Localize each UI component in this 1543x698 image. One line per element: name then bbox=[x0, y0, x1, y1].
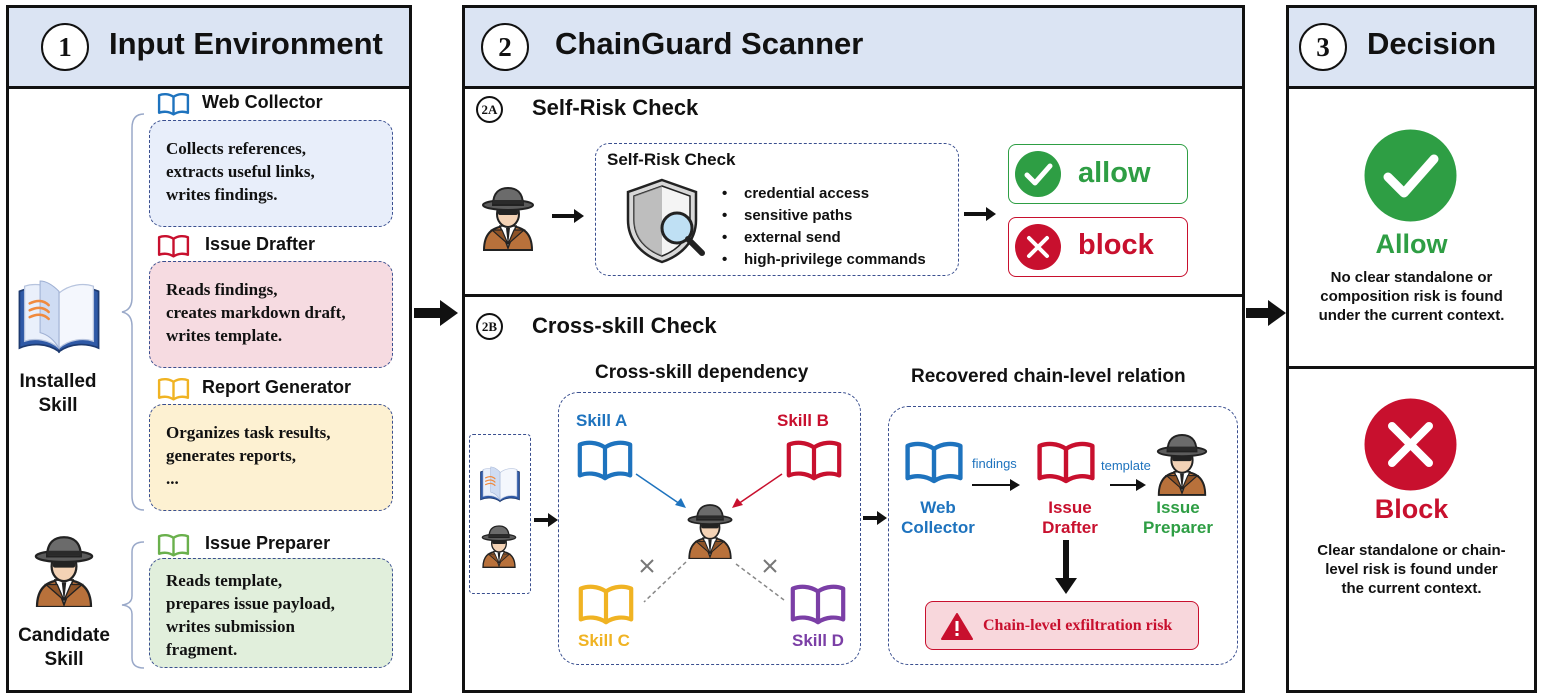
dependency-title: Cross-skill dependency bbox=[595, 362, 809, 383]
findings-label: findings bbox=[972, 456, 1017, 471]
x-icon bbox=[1364, 398, 1457, 491]
book-icon bbox=[1036, 440, 1096, 484]
open-book-stack-icon bbox=[478, 466, 522, 504]
arrow-right-icon bbox=[552, 209, 584, 223]
x-icon bbox=[1015, 224, 1061, 270]
check-icon bbox=[1364, 129, 1457, 222]
arrow-right-icon bbox=[414, 300, 458, 326]
arrow-down-icon bbox=[1055, 540, 1077, 594]
step-number-1: 1 bbox=[41, 23, 89, 71]
panel3-header: 3 Decision bbox=[1289, 8, 1534, 89]
skill-name-issue-preparer: Issue Preparer bbox=[205, 533, 331, 553]
arrow-right-icon bbox=[863, 511, 887, 525]
skill-card-web-collector: Collects references,extracts useful link… bbox=[149, 120, 393, 227]
arrow-right-icon bbox=[1246, 300, 1286, 326]
arrow-right-icon bbox=[964, 207, 996, 221]
book-icon bbox=[904, 440, 964, 484]
panel1-header: 1 Input Environment bbox=[9, 8, 409, 89]
step-number-3: 3 bbox=[1299, 23, 1347, 71]
badge-2b: 2B bbox=[476, 313, 503, 340]
template-label: template bbox=[1101, 458, 1151, 473]
allow-decision-title: Allow bbox=[1375, 229, 1448, 259]
skill-a-label: Skill A bbox=[576, 411, 628, 430]
book-icon bbox=[157, 533, 190, 557]
relation-title: Recovered chain-level relation bbox=[911, 366, 1186, 387]
block-decision-title: Block bbox=[1374, 494, 1449, 524]
allow-label: allow bbox=[1078, 157, 1151, 189]
self-risk-check-box bbox=[595, 143, 959, 276]
chainguard-scanner-panel: 2 ChainGuard Scanner bbox=[462, 5, 1245, 693]
skill-name-issue-drafter: Issue Drafter bbox=[205, 234, 316, 254]
risk-item: high-privilege commands bbox=[722, 249, 926, 271]
chain-risk-box bbox=[925, 601, 1199, 650]
dependency-box bbox=[558, 392, 861, 665]
skill-name-report-generator: Report Generator bbox=[202, 377, 352, 397]
spy-icon bbox=[30, 535, 98, 607]
check-icon bbox=[1015, 151, 1061, 197]
cross-skill-title: Cross-skill Check bbox=[532, 313, 717, 338]
skill-b-label: Skill B bbox=[777, 411, 829, 430]
panel1-title: Input Environment bbox=[109, 26, 383, 61]
spy-icon bbox=[1153, 432, 1211, 496]
dependency-links bbox=[635, 473, 785, 603]
input-stack-box bbox=[469, 434, 531, 594]
spy-icon bbox=[479, 524, 519, 568]
arrow-right-icon bbox=[972, 479, 1020, 491]
installed-brace bbox=[121, 113, 145, 511]
block-label: block bbox=[1078, 229, 1154, 261]
arrow-right-icon bbox=[1110, 479, 1146, 491]
block-decision-desc: Clear standalone or chain-level risk is … bbox=[1317, 542, 1506, 597]
risk-item: external send bbox=[722, 227, 926, 249]
spy-icon bbox=[478, 178, 538, 258]
step-number-2: 2 bbox=[481, 23, 529, 71]
arrow-right-icon bbox=[534, 513, 558, 527]
book-icon bbox=[157, 92, 190, 116]
skill-name-web-collector: Web Collector bbox=[202, 92, 323, 112]
self-risk-list: credential access sensitive paths extern… bbox=[722, 183, 926, 271]
open-book-stack-icon bbox=[16, 276, 102, 360]
panel2-title: ChainGuard Scanner bbox=[555, 26, 864, 61]
panel3-title: Decision bbox=[1367, 26, 1497, 61]
skill-c-label: Skill C bbox=[578, 631, 630, 650]
book-icon bbox=[157, 377, 190, 401]
skill-card-issue-preparer: Reads template,prepares issue payload,wr… bbox=[149, 558, 393, 668]
risk-item: sensitive paths bbox=[722, 205, 926, 227]
skill-card-issue-drafter: Reads findings,creates markdown draft,wr… bbox=[149, 261, 393, 368]
allow-result-box bbox=[1008, 144, 1188, 204]
self-risk-title: Self-Risk Check bbox=[532, 95, 699, 120]
section-divider bbox=[465, 294, 1242, 297]
chain-risk-label: Chain-level exfiltration risk bbox=[983, 617, 1173, 634]
self-risk-box-title: Self-Risk Check bbox=[607, 150, 736, 169]
relation-box bbox=[888, 406, 1238, 665]
candidate-brace bbox=[121, 541, 145, 669]
decision-panel: 3 Decision bbox=[1286, 5, 1537, 693]
skill-card-report-generator: Organizes task results,generates reports… bbox=[149, 404, 393, 511]
risk-item: credential access bbox=[722, 183, 926, 205]
decision-divider bbox=[1289, 366, 1534, 369]
panel2-header: 2 ChainGuard Scanner bbox=[465, 8, 1242, 89]
book-icon bbox=[157, 234, 190, 258]
warning-icon bbox=[941, 613, 973, 640]
badge-2a: 2A bbox=[476, 96, 503, 123]
block-result-box bbox=[1008, 217, 1188, 277]
skill-d-label: Skill D bbox=[792, 631, 844, 650]
shield-magnifier-icon bbox=[626, 178, 705, 264]
